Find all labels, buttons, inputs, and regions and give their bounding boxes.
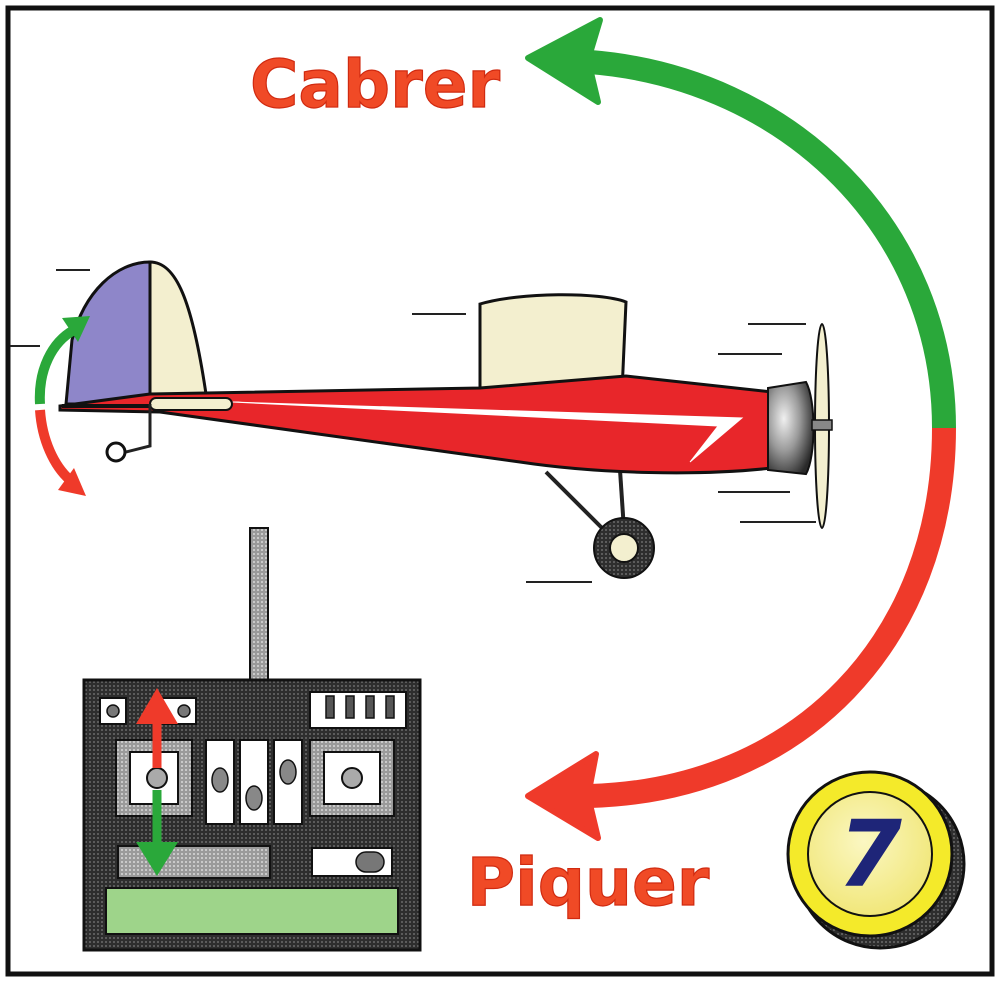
engine-cowling — [767, 380, 815, 476]
transmitter-antenna — [249, 527, 269, 693]
stick-motion-arrow — [136, 688, 178, 876]
up-label: Cabrer — [250, 46, 501, 123]
down-arc-arrow — [525, 427, 956, 841]
elevator-motion-arrow — [34, 316, 90, 496]
step-badge: 7 — [786, 770, 966, 950]
right-stick — [341, 767, 363, 789]
rudder — [64, 260, 152, 406]
airplane-icon — [58, 260, 833, 579]
left-stick — [146, 767, 168, 789]
step-number: 7 — [838, 801, 902, 908]
transmitter-display — [105, 887, 399, 935]
canopy — [478, 293, 628, 394]
tail-wheel — [105, 441, 127, 463]
fuselage-stripe — [231, 401, 744, 463]
horizontal-stabilizer — [149, 397, 233, 411]
up-arc-arrow — [525, 17, 956, 429]
down-label: Piquer — [467, 844, 710, 921]
motion-lines — [10, 269, 816, 583]
rc-transmitter-icon — [82, 527, 422, 952]
